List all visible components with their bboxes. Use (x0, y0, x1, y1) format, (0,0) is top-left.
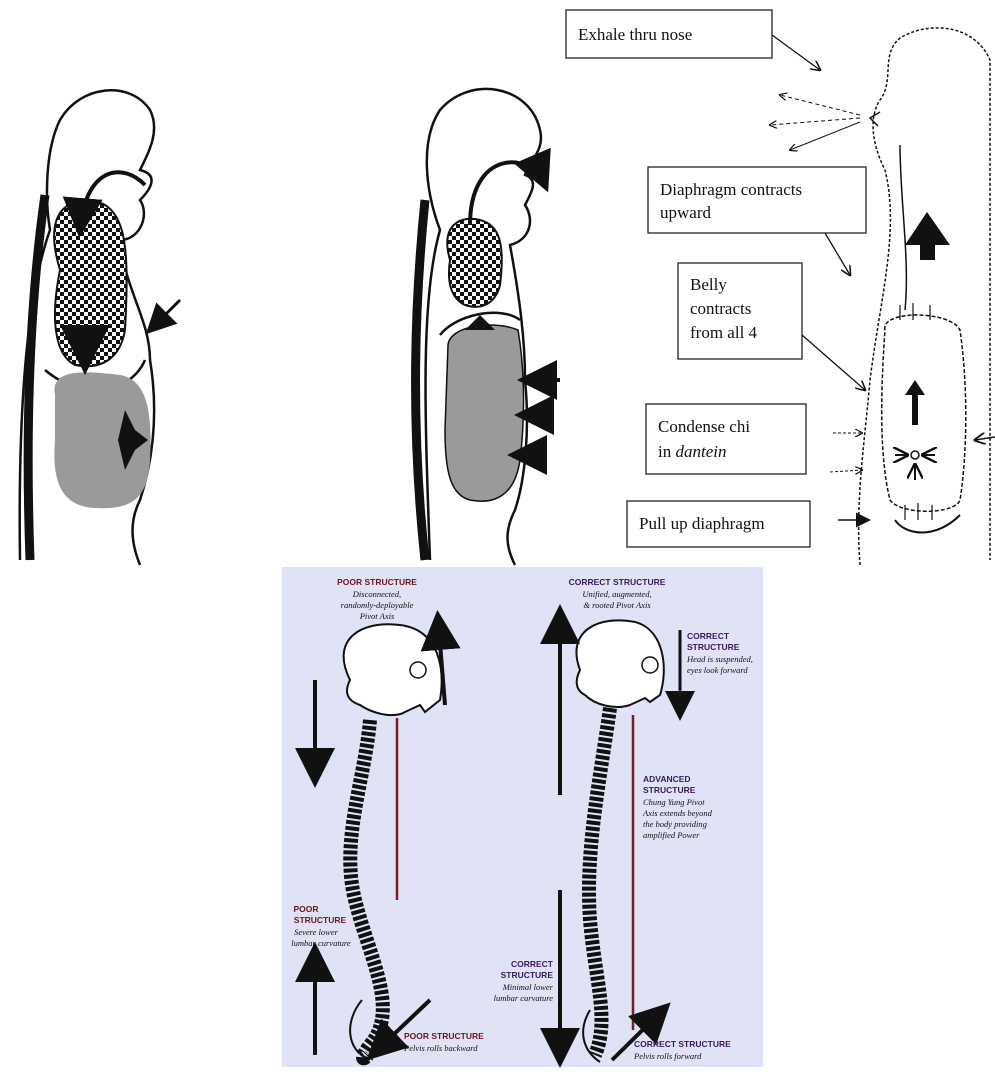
advanced-desc-1: Chung Yung Pivot (643, 797, 705, 807)
correct-top-desc-1: Unified, augmented, (582, 589, 651, 599)
svg-text:contracts: contracts (690, 299, 751, 318)
label-condense-chi: Condense chi in dantein (646, 404, 806, 474)
correct-head-desc-2: eyes look forward (687, 665, 748, 675)
inhale-figure (20, 90, 180, 565)
label-belly-contracts: Belly contracts from all 4 (678, 263, 802, 359)
poor-skull (344, 624, 442, 715)
correct-top-desc-2: & rooted Pivot Axis (583, 600, 651, 610)
advanced-desc-2: Axis extends beyond (642, 808, 713, 818)
svg-text:upward: upward (660, 203, 711, 222)
correct-mid-desc-1: Minimal lower (502, 982, 554, 992)
poor-bottom-desc: Pelvis rolls backward (403, 1043, 478, 1053)
svg-text:Diaphragm contracts: Diaphragm contracts (660, 180, 802, 199)
exhale-belly (445, 325, 524, 501)
poor-mid-title-2: STRUCTURE (294, 915, 347, 925)
poor-top-title: POOR STRUCTURE (337, 577, 417, 587)
svg-text:Pull up diaphragm: Pull up diaphragm (639, 514, 765, 533)
svg-text:in dantein: in dantein (658, 442, 726, 461)
correct-head-desc-1: Head is suspended, (686, 654, 753, 664)
poor-top-desc-2: randomly-deployable (341, 600, 414, 610)
inhale-lungs (54, 200, 127, 366)
correct-skull (576, 620, 663, 707)
advanced-desc-4: amplified Power (643, 830, 700, 840)
poor-mid-desc-1: Severe lower (294, 927, 339, 937)
inhale-chest-arrow (150, 300, 180, 330)
poor-mid-title-1: POOR (293, 904, 318, 914)
label-diaphragm-contracts: Diaphragm contracts upward (648, 167, 866, 233)
svg-text:Condense chi: Condense chi (658, 417, 750, 436)
exhale-lungs (447, 219, 501, 307)
poor-bottom-title: POOR STRUCTURE (404, 1031, 484, 1041)
exhale-breath-arrow-3 (790, 122, 860, 150)
correct-mid-title-2: STRUCTURE (501, 970, 554, 980)
exhale-label-pointer (772, 35, 820, 70)
poor-top-desc-1: Disconnected, (352, 589, 401, 599)
exhale-figure (416, 89, 560, 565)
poor-mid-desc-2: lumbar curvature (291, 938, 351, 948)
advanced-title-1: ADVANCED (643, 774, 691, 784)
correct-mid-title-1: CORRECT (511, 959, 554, 969)
svg-text:from all 4: from all 4 (690, 323, 758, 342)
exhale-spine (416, 200, 425, 560)
poor-top-desc-3: Pivot Axis (359, 611, 395, 621)
svg-text:Exhale thru nose: Exhale thru nose (578, 25, 692, 44)
diaphragm-label-pointer (825, 233, 850, 275)
reverse-breathing-figure (770, 28, 995, 565)
reverse-body-outline (859, 28, 990, 565)
condense-pointer-2 (830, 470, 862, 472)
correct-head-title-1: CORRECT (687, 631, 730, 641)
label-exhale-thru-nose: Exhale thru nose (566, 10, 772, 58)
advanced-desc-3: the body providing (643, 819, 707, 829)
exhale-breath-arrow-1 (780, 95, 860, 115)
correct-top-title: CORRECT STRUCTURE (569, 577, 666, 587)
svg-text:Belly: Belly (690, 275, 727, 294)
belly-label-pointer (802, 335, 865, 390)
exhale-breath-arrow-2 (770, 118, 860, 125)
spine-structure-panel: POOR STRUCTURE Disconnected, randomly-de… (282, 567, 763, 1067)
correct-bottom-title: CORRECT STRUCTURE (634, 1039, 731, 1049)
correct-head-title-2: STRUCTURE (687, 642, 740, 652)
label-pull-up-diaphragm: Pull up diaphragm (627, 501, 810, 547)
correct-bottom-desc: Pelvis rolls forward (633, 1051, 702, 1061)
correct-mid-desc-2: lumbar curvature (494, 993, 554, 1003)
advanced-title-2: STRUCTURE (643, 785, 696, 795)
